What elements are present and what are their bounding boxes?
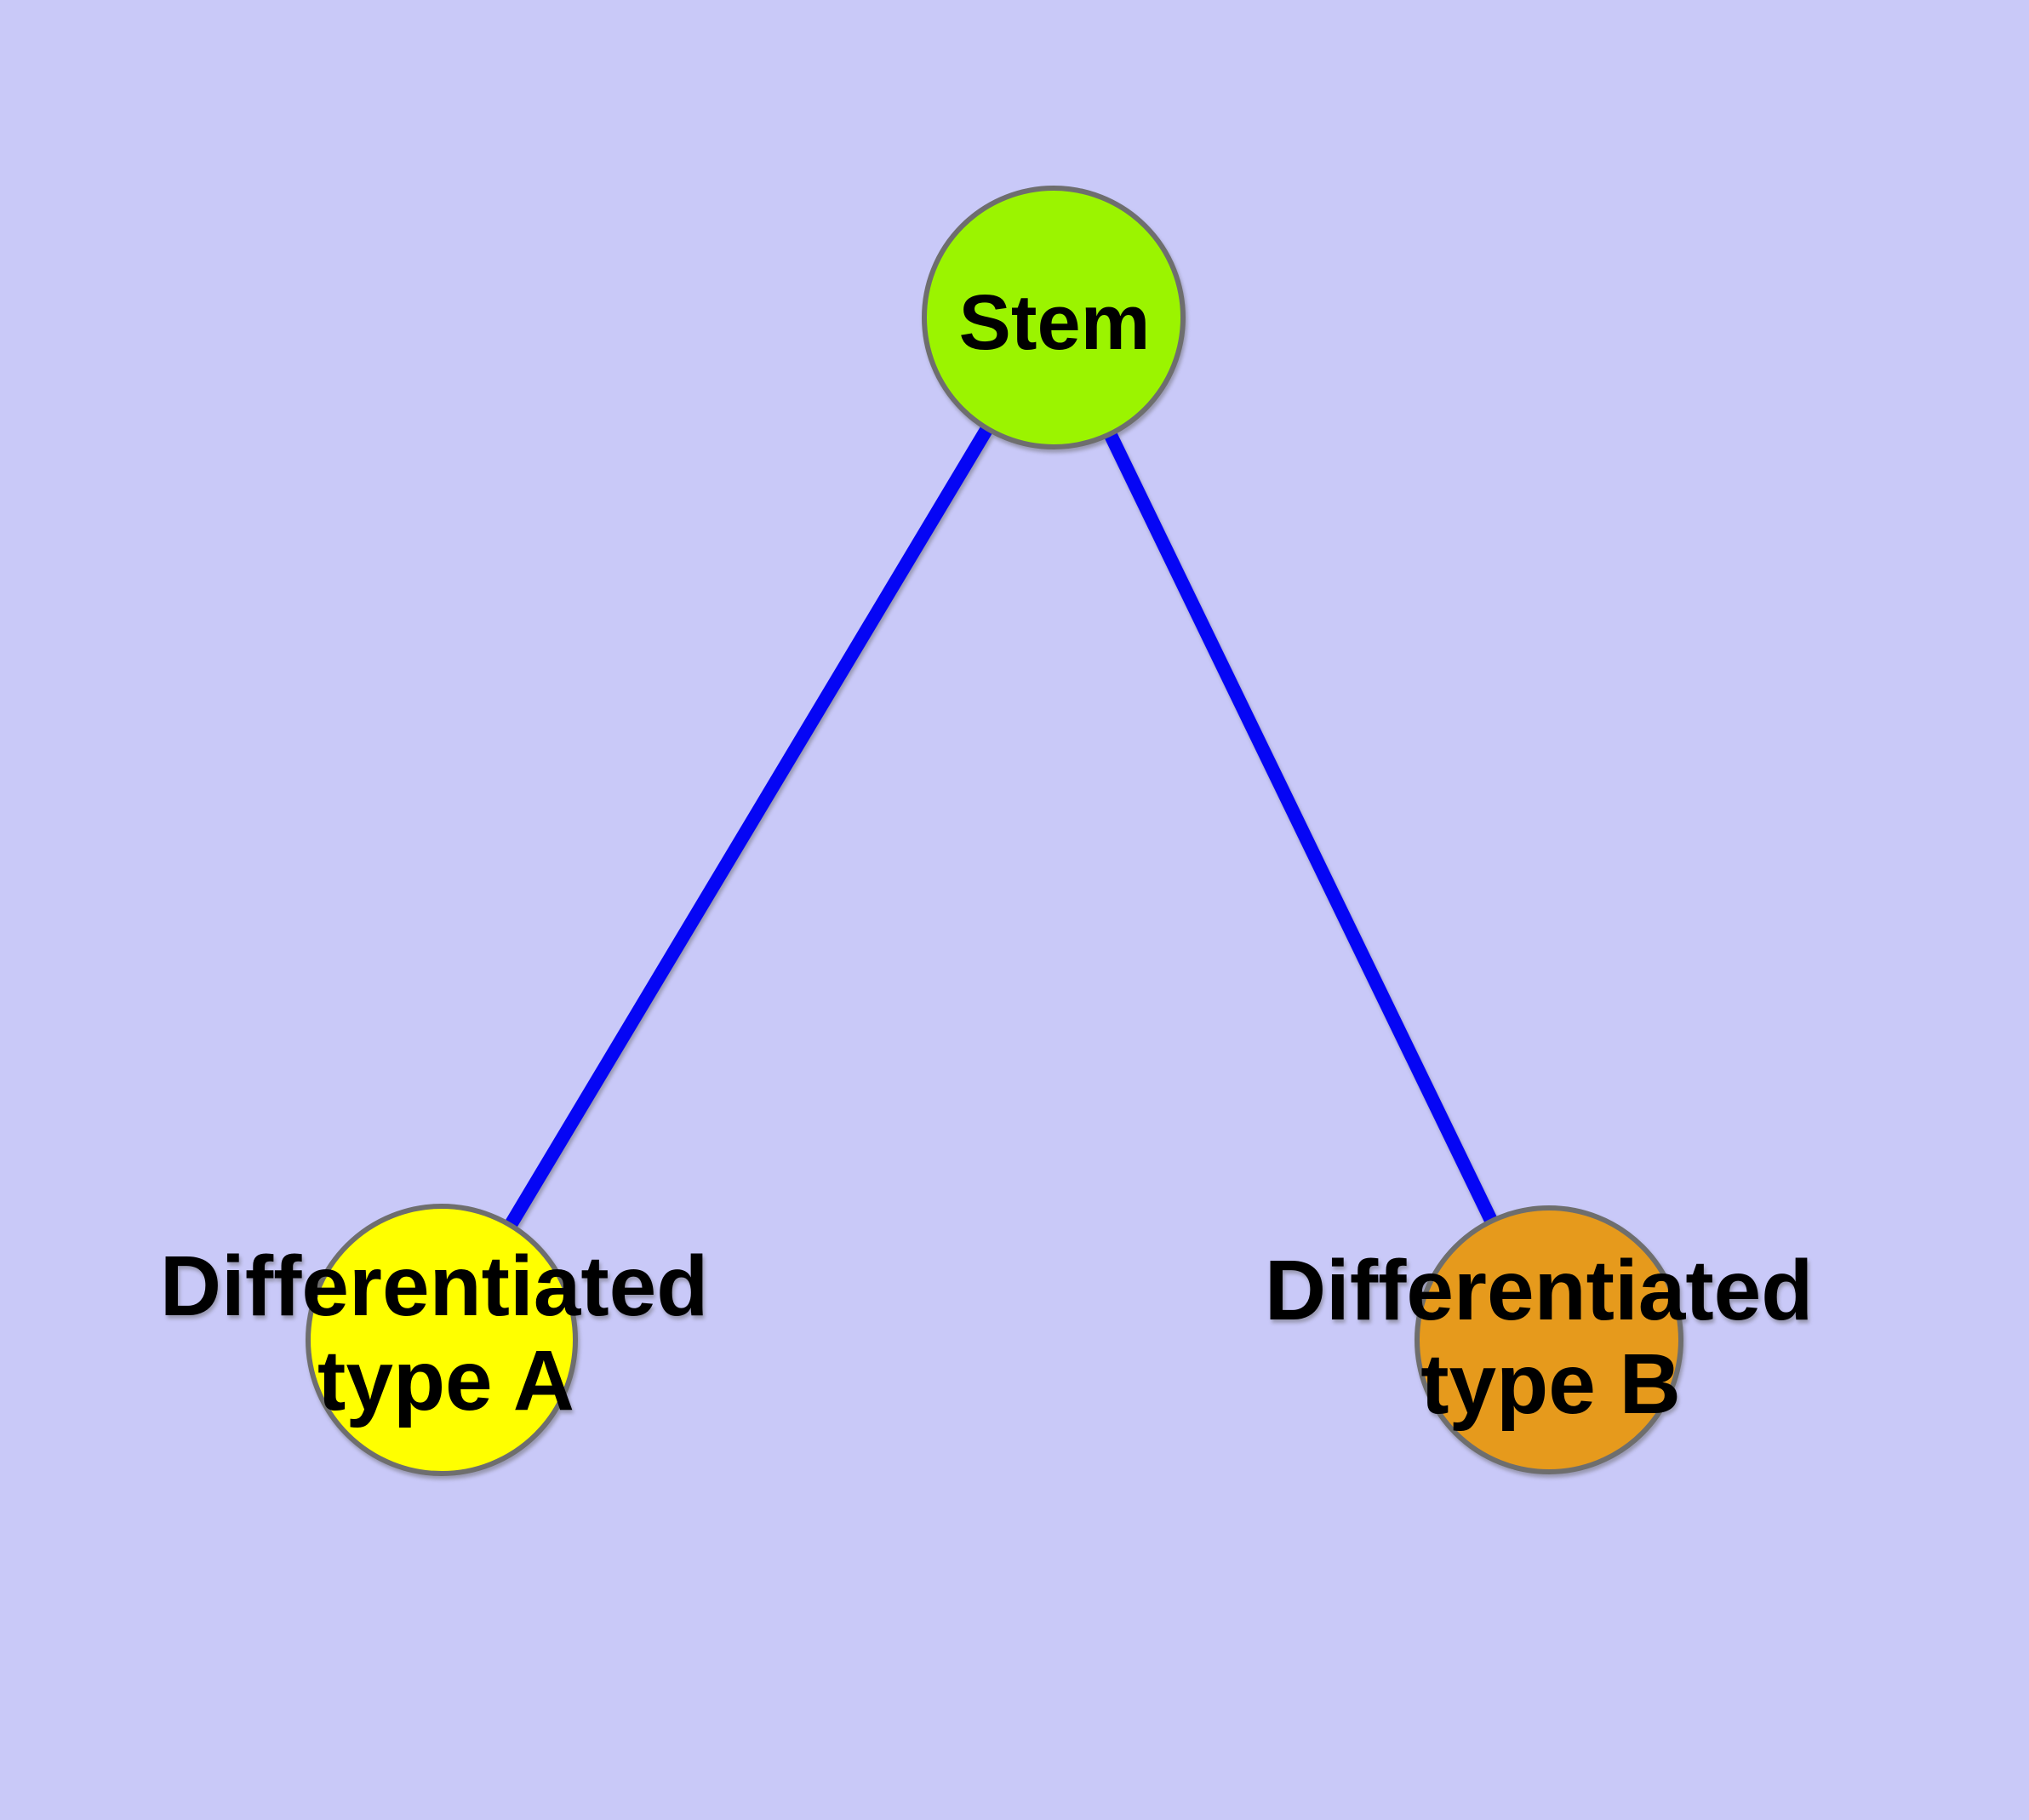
node-differentiated-type-a bbox=[306, 1204, 578, 1476]
edge-stem-to-type-a bbox=[436, 313, 1060, 1344]
type-a-label-line1: Differentiated bbox=[160, 1239, 709, 1334]
type-a-node-label: Differentiated type A bbox=[160, 1239, 732, 1428]
type-a-label-line2: type A bbox=[317, 1333, 574, 1428]
stem-node-label: Stem bbox=[959, 279, 1151, 366]
graph-layer: Stem Differentiated type A Differentiate… bbox=[160, 186, 1837, 1476]
edge-stem-to-type-b bbox=[1047, 314, 1556, 1343]
type-b-label-line2: type B bbox=[1420, 1336, 1681, 1432]
node-stem bbox=[922, 186, 1186, 449]
node-differentiated-type-b bbox=[1415, 1205, 1683, 1474]
type-b-node-label: Differentiated type B bbox=[1265, 1243, 1837, 1432]
type-b-label-line1: Differentiated bbox=[1265, 1243, 1814, 1338]
